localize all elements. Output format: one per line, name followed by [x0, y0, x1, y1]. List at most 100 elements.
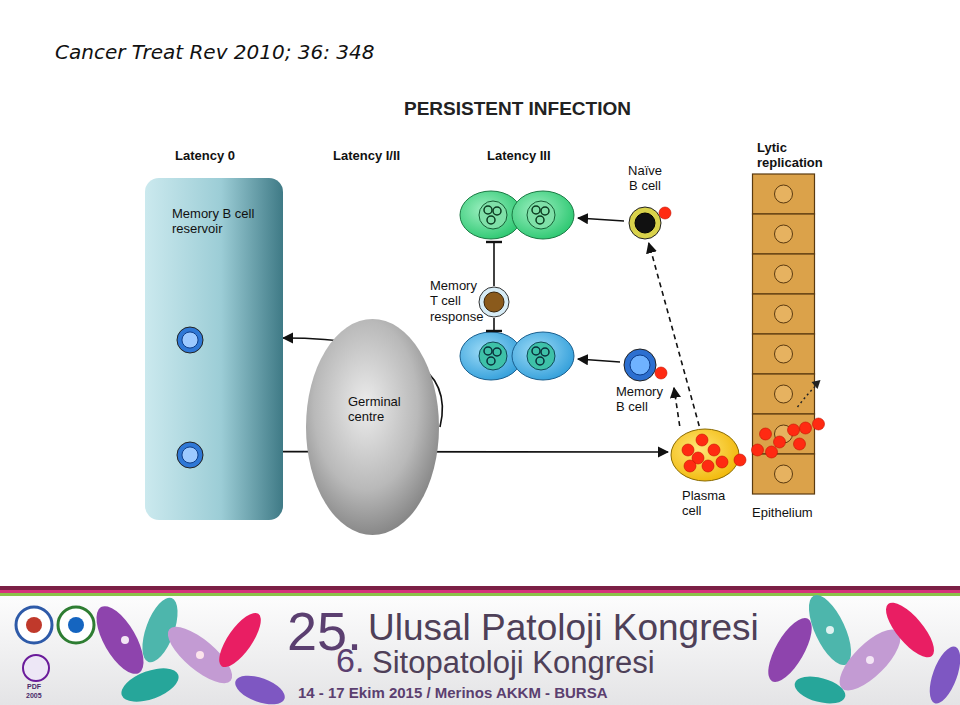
inhibition-bar: [486, 330, 502, 332]
drawing-part: [479, 342, 507, 370]
drawing-part: [493, 207, 501, 215]
drawing-part: [753, 294, 815, 334]
drawing-part: [753, 334, 815, 374]
congress-date: 14 - 17 Ekim 2015 / Merinos AKKM - BURSA: [298, 684, 608, 701]
drawing-part: [182, 332, 198, 348]
node-text: Plasma cell: [682, 488, 730, 519]
citation: Cancer Treat Rev 2010; 36: 348: [55, 41, 375, 64]
drawing-part: [541, 348, 549, 356]
drawing-part: [775, 385, 793, 403]
drawing-part: [212, 607, 268, 673]
node-text: Naïve B cell: [622, 163, 668, 194]
drawing-part: [527, 201, 555, 229]
column-header: Latency I/II: [333, 149, 400, 164]
society-logos: [16, 607, 94, 681]
drawing-part: [635, 213, 655, 233]
footer-stripe: [0, 586, 960, 590]
drawing-part: [484, 347, 492, 355]
drawing-part: [866, 656, 874, 664]
drawing-part: [684, 460, 696, 472]
memory-t-cell: Memory T cell response: [430, 276, 512, 330]
drawing-part: [760, 428, 772, 440]
node-text: Germinal centre: [348, 394, 418, 425]
congress-name: Ulusal Patoloji Kongresi: [368, 607, 759, 650]
drawing-part: [682, 444, 694, 456]
drawing-part: [696, 434, 708, 446]
drawing-part: [58, 607, 94, 643]
drawing-part: [798, 384, 818, 407]
drawing-part: [812, 380, 821, 389]
drawing-part: [671, 429, 739, 481]
drawing-part: [775, 345, 793, 363]
footer-petals: [87, 589, 960, 705]
logo-text: PDF: [27, 683, 41, 691]
drawing-part: [541, 207, 549, 215]
epithelium: Epithelium: [745, 172, 826, 524]
drawing-part: [87, 599, 153, 681]
epithelium-shape: [745, 172, 826, 524]
latency-iii-cells: [460, 191, 574, 239]
drawing-part: [753, 254, 815, 294]
drawing-part: [794, 438, 806, 450]
column-header: Latency 0: [175, 149, 235, 164]
drawing-part: [117, 662, 183, 705]
drawing-part: [512, 191, 574, 239]
connector: [674, 388, 680, 426]
drawing-part: [708, 444, 720, 456]
drawing-part: [479, 287, 509, 317]
drawing-part: [306, 319, 439, 535]
drawing-part: [487, 216, 495, 224]
drawing-part: [766, 446, 778, 458]
drawing-part: [775, 305, 793, 323]
drawing-part: [512, 332, 574, 380]
drawing-part: [659, 207, 671, 219]
node-text: Memory B cell: [616, 384, 670, 415]
drawing-part: [121, 636, 129, 644]
logo-text: 2005: [26, 692, 42, 700]
plasma-cell: Plasma cell: [668, 426, 746, 526]
drawing-part: [532, 206, 540, 214]
drawing-part: [775, 185, 793, 203]
drawing-part: [68, 617, 84, 633]
node-text: Epithelium: [752, 505, 824, 520]
germinal-centre: Germinal centre: [305, 318, 440, 536]
arrow: [578, 218, 624, 221]
drawing-part: [923, 643, 960, 705]
memory-b-blast-cells: [460, 332, 574, 380]
drawing-part: [775, 465, 793, 483]
drawing-part: [536, 216, 544, 224]
drawing-part: [630, 355, 650, 375]
drawing-part: [792, 672, 848, 705]
congress-name: Sitopatoloji Kongresi: [372, 645, 655, 681]
drawing-part: [788, 424, 800, 436]
drawing-part: [734, 454, 746, 466]
drawing-part: [536, 357, 544, 365]
drawing-part: [624, 349, 656, 381]
drawing-part: [487, 357, 495, 365]
drawing-part: [878, 596, 942, 665]
drawing-part: [800, 422, 812, 434]
inhibition-line: [493, 242, 495, 286]
drawing-part: [23, 655, 49, 681]
drawing-part: [753, 214, 815, 254]
memory-b-cell: Memory B cell: [612, 346, 674, 422]
arrow: [578, 359, 620, 362]
congress-number: 6.: [336, 641, 364, 680]
drawing-part: [716, 456, 728, 468]
drawing-part: [775, 225, 793, 243]
drawing-part: [532, 347, 540, 355]
column-header: Lytic replication: [757, 141, 837, 171]
drawing-part: [702, 460, 714, 472]
footer-stripe: [0, 590, 960, 593]
drawing-part: [484, 206, 492, 214]
germinal-centre-shape: [305, 318, 440, 536]
drawing-part: [484, 292, 504, 312]
inhibition-line: [493, 318, 495, 331]
drawing-part: [527, 342, 555, 370]
column-header: Latency III: [487, 149, 551, 164]
drawing-part: [231, 670, 288, 705]
drawing-part: [26, 617, 42, 633]
node-text: Memory B cell reservoir: [172, 206, 264, 237]
drawing-part: [479, 201, 507, 229]
